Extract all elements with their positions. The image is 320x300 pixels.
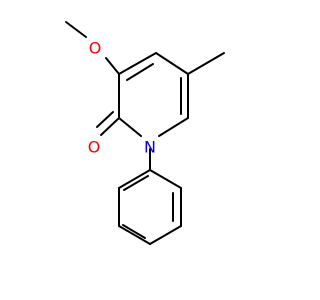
methoxy-oxygen-label: O [89, 39, 102, 58]
bond-phenyl-c3-c4 [149, 225, 182, 245]
molecule-structure-diagram: O O N [65, 21, 225, 245]
bond-n1-c2 [118, 117, 142, 137]
bond-c5-methyl [187, 52, 225, 75]
bond-phenyl-inner-2 [122, 224, 146, 239]
bond-c6-n1 [158, 117, 189, 137]
bond-phenyl-c4-c5 [118, 225, 151, 245]
bond-c2-carbonyl-oxygen-double [100, 117, 120, 136]
bond-methoxy-oxygen-c3 [105, 57, 120, 75]
bond-c3-c4-double-inner [126, 63, 154, 81]
bond-phenyl-c6-c1 [118, 169, 151, 189]
bond-methyl-methoxy-oxygen [65, 21, 87, 38]
bond-c4-c5 [155, 52, 189, 75]
bond-c2-carbonyl-oxygen-double-inner [96, 111, 114, 128]
bond-phenyl-c1-c2 [149, 169, 182, 189]
bond-c3-c4-double [118, 52, 157, 75]
carbonyl-oxygen-label: O [88, 138, 101, 157]
bond-phenyl-inner-3 [123, 175, 149, 191]
ring-nitrogen-label: N [144, 138, 156, 157]
